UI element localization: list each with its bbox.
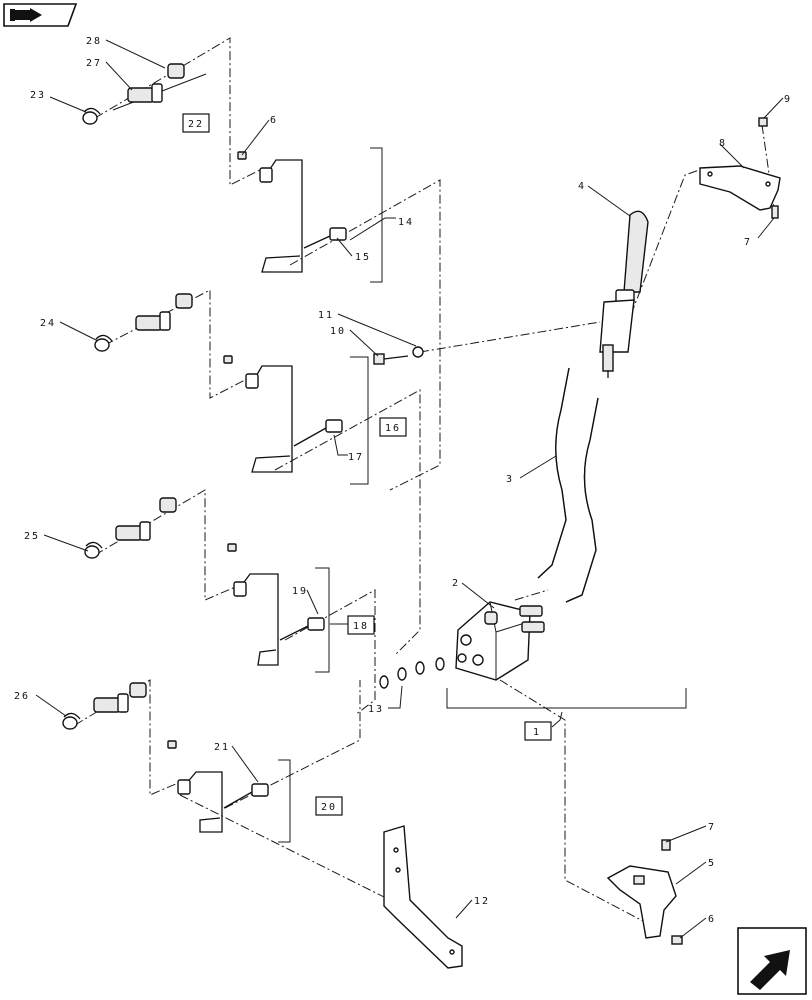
callout-24: 24 xyxy=(40,318,56,329)
leader-lines xyxy=(35,39,784,939)
group-brackets xyxy=(112,73,687,843)
bracket-12 xyxy=(383,825,463,969)
callout-4: 4 xyxy=(578,181,586,192)
next-page-arrow-icon[interactable] xyxy=(737,927,807,995)
control-lever xyxy=(599,210,649,378)
callout-22: 22 xyxy=(188,119,204,130)
callout-2: 2 xyxy=(452,578,460,589)
callout-17: 17 xyxy=(348,452,364,463)
o-rings xyxy=(379,657,445,689)
callout-19: 19 xyxy=(292,586,308,597)
callout-labels: 28 27 23 22 6 14 15 24 11 10 16 17 25 19… xyxy=(14,36,792,925)
label-boxes xyxy=(182,113,552,816)
callout-13: 13 xyxy=(368,704,384,715)
bolt-and-washer xyxy=(373,346,424,365)
callout-28: 28 xyxy=(86,36,102,47)
callout-5: 5 xyxy=(708,858,716,869)
tube-18 xyxy=(233,573,325,666)
callout-9: 9 xyxy=(784,94,792,105)
callout-16: 16 xyxy=(385,423,401,434)
callout-3: 3 xyxy=(506,474,514,485)
callout-10: 10 xyxy=(330,326,346,337)
callout-7-bottom: 7 xyxy=(708,822,716,833)
bracket-8 xyxy=(699,117,781,219)
callout-12: 12 xyxy=(474,896,490,907)
callout-23: 23 xyxy=(30,90,46,101)
callout-6-bottom: 6 xyxy=(708,914,716,925)
tube-16 xyxy=(245,365,343,473)
tube-20 xyxy=(177,771,269,833)
callout-7-top: 7 xyxy=(744,237,752,248)
coupler-row-4 xyxy=(62,682,147,730)
book-arrow-icon[interactable] xyxy=(3,3,78,27)
coupler-row-1 xyxy=(82,63,185,125)
callout-6-top: 6 xyxy=(270,115,278,126)
callout-8: 8 xyxy=(719,138,727,149)
control-valve xyxy=(455,601,545,681)
callout-15: 15 xyxy=(355,252,371,263)
callout-20: 20 xyxy=(321,802,337,813)
tube-14 xyxy=(259,159,347,273)
callout-21: 21 xyxy=(214,742,230,753)
tube-screws xyxy=(167,151,247,749)
bracket-5 xyxy=(606,839,683,945)
callout-26: 26 xyxy=(14,691,30,702)
control-cables xyxy=(537,367,599,603)
callout-11: 11 xyxy=(318,310,334,321)
assembly-lines xyxy=(74,37,776,931)
callout-25: 25 xyxy=(24,531,40,542)
callout-18: 18 xyxy=(353,621,369,632)
coupler-row-2 xyxy=(94,293,193,352)
callout-1: 1 xyxy=(533,727,541,738)
callout-14: 14 xyxy=(398,217,414,228)
coupler-row-3 xyxy=(84,497,177,559)
callout-27: 27 xyxy=(86,58,102,69)
